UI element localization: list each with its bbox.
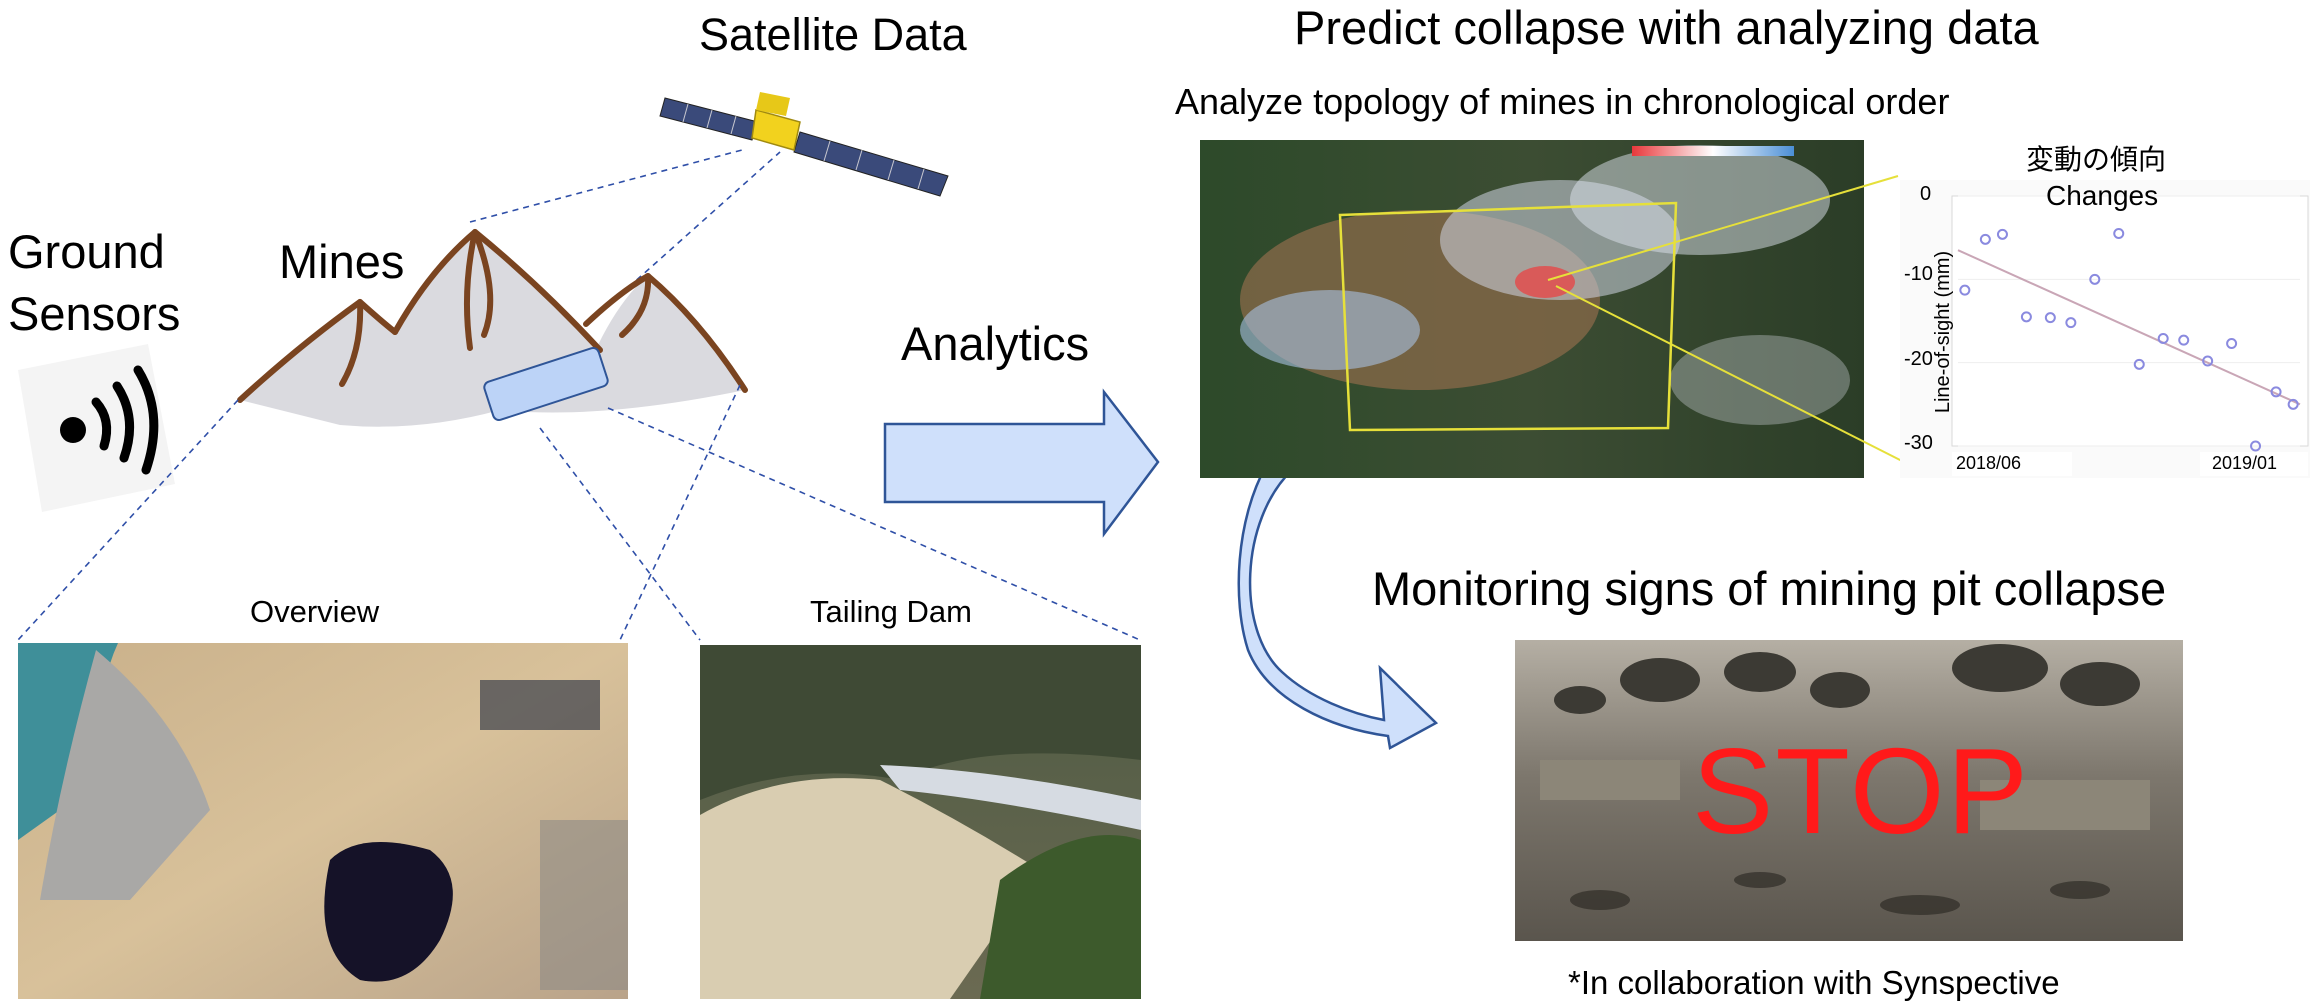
chart-ytick-2: -20: [1904, 348, 1933, 370]
beam-lines: [469, 149, 781, 303]
chart-point-1: [1979, 233, 1991, 245]
stop-text: STOP: [1692, 723, 2030, 859]
overview-label: Overview: [250, 594, 380, 629]
mountains-icon: [237, 229, 748, 427]
analyze-subtitle: Analyze topology of mines in chronologic…: [1175, 81, 1950, 122]
chart-point-6: [2089, 273, 2101, 285]
chart-point-4: [2044, 312, 2056, 324]
chart-point-0: [1959, 284, 1971, 296]
chart-point-12: [2226, 338, 2238, 349]
chart-point-2: [1996, 228, 2008, 240]
chart-ytick-1: -10: [1904, 263, 1933, 285]
mines-label: Mines: [279, 235, 405, 288]
tailing-dam-label: Tailing Dam: [810, 594, 972, 629]
chart-point-15: [2287, 398, 2299, 410]
chart-point-14: [2270, 386, 2282, 398]
chart-point-13: [2250, 440, 2262, 452]
chart-trend-line: [1957, 249, 2301, 406]
monitoring-title: Monitoring signs of mining pit collapse: [1372, 562, 2167, 615]
chart-title: Changes: [2046, 180, 2159, 211]
chart-point-7: [2113, 228, 2125, 239]
chart-point-11: [2202, 355, 2214, 367]
ground-sensors-label-line2: Sensors: [8, 287, 181, 340]
chart-point-8: [2133, 358, 2145, 370]
chart-title-jp: 変動の傾向: [2026, 144, 2167, 175]
wifi-signal-icon: [18, 344, 175, 512]
satellite-label: Satellite Data: [699, 9, 967, 60]
chart-ytick-0: 0: [1920, 183, 1932, 205]
analytics-arrow: [883, 388, 1160, 538]
chart-point-10: [2178, 334, 2190, 346]
ground-sensors-label-line1: Ground: [8, 225, 165, 278]
chart-point-9: [2157, 333, 2169, 344]
predict-title: Predict collapse with analyzing data: [1294, 1, 2039, 54]
collaboration-note: *In collaboration with Synspective: [1568, 964, 2060, 1001]
chart-panel: [1900, 180, 2310, 478]
leader-lines: [17, 384, 1141, 641]
analytics-label: Analytics: [901, 317, 1090, 370]
chart-ytick-3: -30: [1904, 432, 1933, 454]
stop-photo: [1515, 640, 2183, 941]
overview-photo: [18, 643, 628, 999]
chart-point-3: [2020, 311, 2032, 323]
chart-ylabel: Line-of-sight (mm): [1932, 250, 1955, 414]
chart-xtick-0: 2018/06: [1956, 453, 2022, 473]
tailing-dam-photo: [700, 645, 1141, 999]
monitoring-arrow: [1237, 464, 1439, 750]
tailing-dam-marker: [483, 346, 609, 422]
sar-image: [1200, 140, 1905, 478]
chart-point-5: [2065, 317, 2077, 329]
chart-xtick-1: 2019/01: [2212, 453, 2278, 473]
satellite-icon: [659, 92, 949, 197]
